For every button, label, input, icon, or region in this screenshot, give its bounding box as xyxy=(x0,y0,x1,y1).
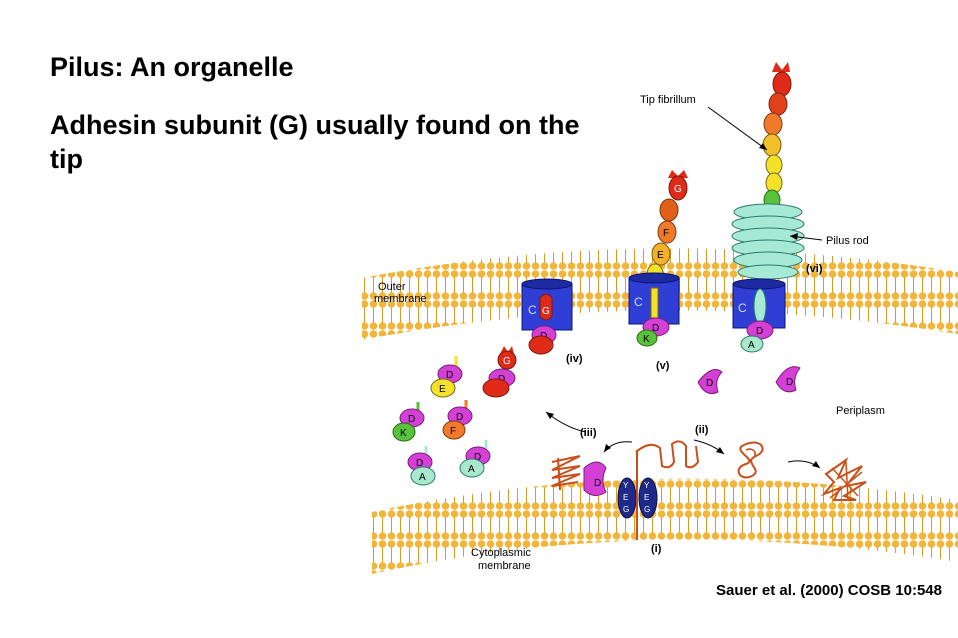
subunit-letter: K xyxy=(643,334,650,345)
step-label-i: (i) xyxy=(651,543,662,555)
subunit-letter: C xyxy=(738,301,747,315)
subunit-letter: Y xyxy=(623,481,629,490)
nascent-chaperone-complex: D xyxy=(583,461,607,496)
subunit-letter: D xyxy=(446,370,453,381)
chaperone-complex-da: D A xyxy=(459,440,491,478)
subunit-letter: F xyxy=(663,228,669,239)
pilus-rod-label: Pilus rod xyxy=(826,235,869,247)
periplasm-label: Periplasm xyxy=(836,405,885,417)
subunit-letter: D xyxy=(706,378,713,389)
subunit-letter: G xyxy=(542,306,550,317)
subunit-letter: A xyxy=(468,464,475,475)
slide-subtitle: Adhesin subunit (G) usually found on the… xyxy=(50,110,580,174)
chaperone-complex-dg: G D xyxy=(482,346,517,398)
free-chaperone: D xyxy=(697,369,723,395)
subunit-letter: G xyxy=(644,505,650,514)
subunit-letter: E xyxy=(623,493,628,502)
outer-membrane-label: membrane xyxy=(374,293,427,305)
usher-v: G F E C D K xyxy=(628,170,688,347)
subunit-letter: D xyxy=(474,452,481,463)
cytoplasmic-membrane-label: Cytoplasmic xyxy=(471,547,531,559)
step-label-vi: (vi) xyxy=(806,263,823,275)
subunit-letter: D xyxy=(416,458,423,469)
chaperone-complex-da: D A xyxy=(407,446,436,486)
subunit-letter: Y xyxy=(644,481,650,490)
subunit-letter: G xyxy=(674,184,682,195)
citation: Sauer et al. (2000) COSB 10:548 xyxy=(716,582,942,599)
subunit-letter: E xyxy=(657,250,664,261)
unfolded-peptide xyxy=(551,455,581,487)
misfolded-subunit xyxy=(737,441,764,479)
usher-vi: C D A xyxy=(731,62,805,353)
secyeg-translocon: Y E G Y E G xyxy=(617,450,658,540)
cytoplasmic-membrane xyxy=(372,478,958,574)
subunit-letter: A xyxy=(748,340,755,351)
subunit-letter: K xyxy=(400,428,407,439)
subunit-letter: D xyxy=(786,377,793,388)
outer-membrane-label: Outer xyxy=(378,281,406,293)
slide-title: Pilus: An organelle xyxy=(50,52,294,82)
usher-iv: C G D xyxy=(521,278,573,355)
cytoplasmic-membrane-label: membrane xyxy=(478,560,531,572)
chaperone-complex-dk: D K xyxy=(392,402,425,442)
aggregated-subunit xyxy=(820,457,867,501)
subunit-letter: D xyxy=(652,323,659,334)
chaperone-complex-df: D F xyxy=(442,400,473,440)
unfolded-peptide xyxy=(635,440,700,469)
step-label-iv: (iv) xyxy=(566,353,583,365)
pilus-rod xyxy=(731,203,805,280)
subunit-letter: F xyxy=(450,426,456,437)
subunit-letter: C xyxy=(634,295,643,309)
free-chaperone: D xyxy=(775,366,801,393)
subunit-letter: D xyxy=(594,478,601,489)
tip-fibrillum-label: Tip fibrillum xyxy=(640,94,696,106)
subunit-letter: E xyxy=(644,493,649,502)
step-label-v: (v) xyxy=(656,360,670,372)
subunit-letter: C xyxy=(528,303,537,317)
subunit-letter: D xyxy=(408,414,415,425)
subunit-letter: G xyxy=(623,505,629,514)
subunit-letter: A xyxy=(419,472,426,483)
chaperone-complex-de: D E xyxy=(430,356,463,398)
subunit-letter: D xyxy=(756,326,763,337)
step-label-ii: (ii) xyxy=(695,424,709,436)
subunit-letter: E xyxy=(439,384,446,395)
subunit-letter: D xyxy=(456,412,463,423)
subunit-letter: G xyxy=(503,356,511,367)
step-label-iii: (iii) xyxy=(580,427,597,439)
